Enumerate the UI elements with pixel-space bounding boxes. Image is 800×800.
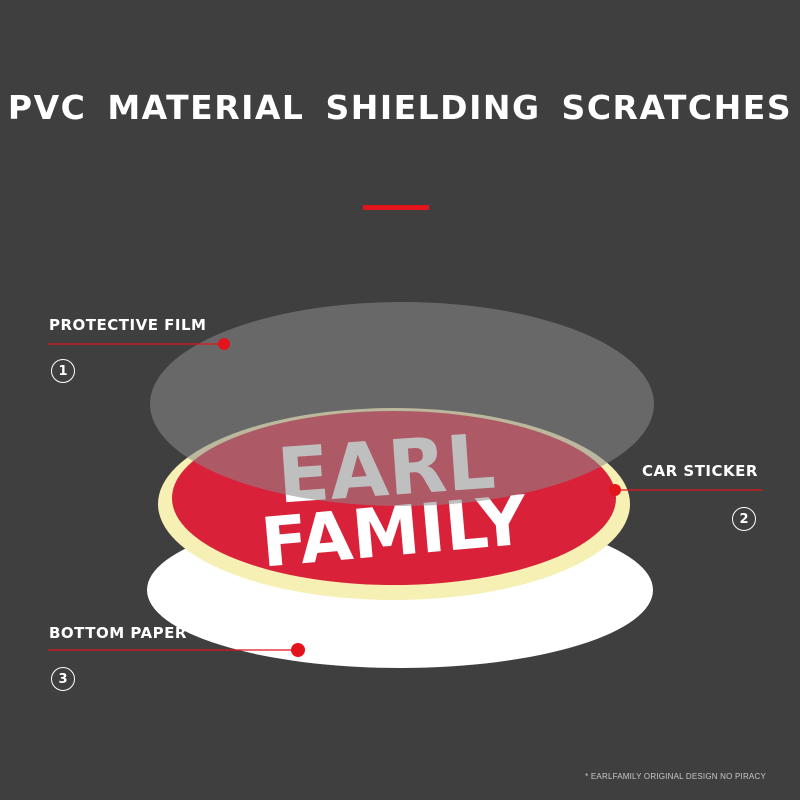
car-sticker-label: CAR STICKER [642,462,758,480]
title-accent-bar [363,205,429,210]
protective-film-label: PROTECTIVE FILM [49,316,207,334]
page-title: PVC MATERIAL SHIELDING SCRATCHES [7,88,793,127]
bottom-paper-marker [291,643,305,657]
copyright-footnote: * EARLFAMILY ORIGINAL DESIGN NO PIRACY [585,772,766,781]
protective-film-number-badge: 1 [51,359,75,383]
bottom-paper-number-badge: 3 [51,667,75,691]
bottom-paper-label: BOTTOM PAPER [49,624,187,642]
car-sticker-number-badge: 2 [732,507,756,531]
protective-film-layer [150,302,654,506]
protective-film-marker [218,338,230,350]
car-sticker-marker [609,484,621,496]
